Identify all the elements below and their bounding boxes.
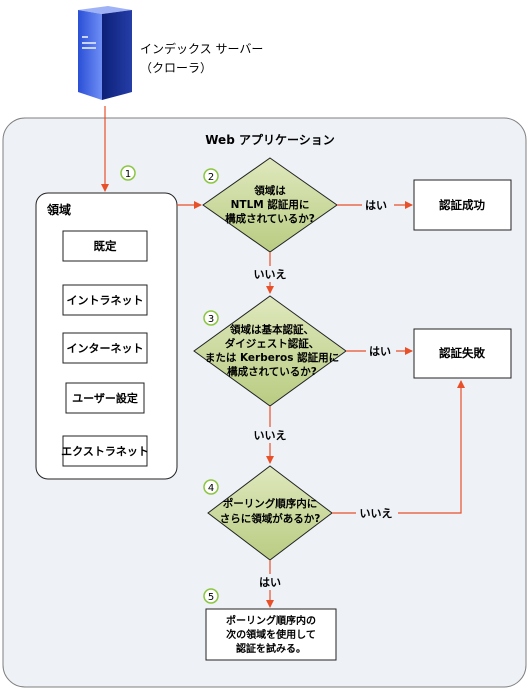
- label-no-3: いいえ: [360, 507, 393, 520]
- decision2-line3: または Kerberos 認証用に: [205, 351, 339, 364]
- decision2-line2: ダイジェスト認証、: [225, 337, 320, 350]
- zone-intranet: [62, 284, 148, 316]
- label-yes-2: はい: [369, 345, 391, 358]
- zone-custom: [65, 382, 145, 414]
- decision-ntlm-line2: NTLM 認証用に: [231, 198, 310, 211]
- svg-text:4: 4: [208, 483, 214, 494]
- next-zone-line2: 次の領域を使用して: [226, 628, 316, 641]
- zone-extranet: [62, 435, 148, 467]
- step-circle-3: 3: [203, 310, 219, 326]
- step-circle-5: 5: [203, 588, 219, 604]
- auth-failure-label: 認証失敗: [439, 346, 485, 360]
- svg-text:3: 3: [208, 314, 214, 325]
- zone-internet: [62, 332, 148, 364]
- server-label: インデックス サーバー: [140, 41, 263, 56]
- decision2-line1: 領域は基本認証、: [229, 323, 314, 336]
- zone-default-label: 既定: [94, 239, 117, 253]
- web-application-title: Web アプリケーション: [205, 132, 334, 147]
- next-zone-line1: ポーリング順序内の: [226, 614, 316, 627]
- step-circle-4: 4: [203, 479, 219, 495]
- svg-text:2: 2: [208, 172, 214, 183]
- next-zone-box: [205, 608, 337, 661]
- zones-title: 領域: [46, 202, 71, 217]
- decision-ntlm-line3: 構成されているか?: [225, 212, 315, 225]
- next-zone-line3: 認証を試みる。: [236, 642, 306, 655]
- label-no-1: いいえ: [254, 268, 287, 281]
- auth-failure-box: [413, 328, 512, 379]
- decision3-line2: さらに領域があるか?: [220, 512, 321, 525]
- zone-extranet-label: エクストラネット: [61, 445, 149, 458]
- server-label-sub: （クローラ）: [140, 61, 212, 75]
- zone-intranet-label: イントラネット: [67, 294, 144, 307]
- label-yes-3: はい: [259, 576, 281, 589]
- zone-default: [62, 230, 148, 262]
- step-circle-1: 1: [120, 165, 136, 181]
- svg-text:1: 1: [125, 169, 131, 180]
- step-circle-2: 2: [203, 168, 219, 184]
- decision-ntlm-line1: 領域は: [253, 184, 286, 197]
- server-icon: [78, 6, 132, 100]
- label-no-2: いいえ: [254, 429, 287, 442]
- zone-custom-label: ユーザー設定: [72, 391, 138, 405]
- svg-text:5: 5: [208, 592, 214, 603]
- zone-internet-label: インターネット: [67, 342, 144, 355]
- auth-success-box: [413, 179, 512, 231]
- decision2-line4: 構成されているか?: [227, 365, 317, 378]
- label-yes-1: はい: [365, 199, 387, 212]
- auth-success-label: 認証成功: [439, 198, 485, 212]
- decision3-line1: ポーリング順序内に: [223, 497, 318, 510]
